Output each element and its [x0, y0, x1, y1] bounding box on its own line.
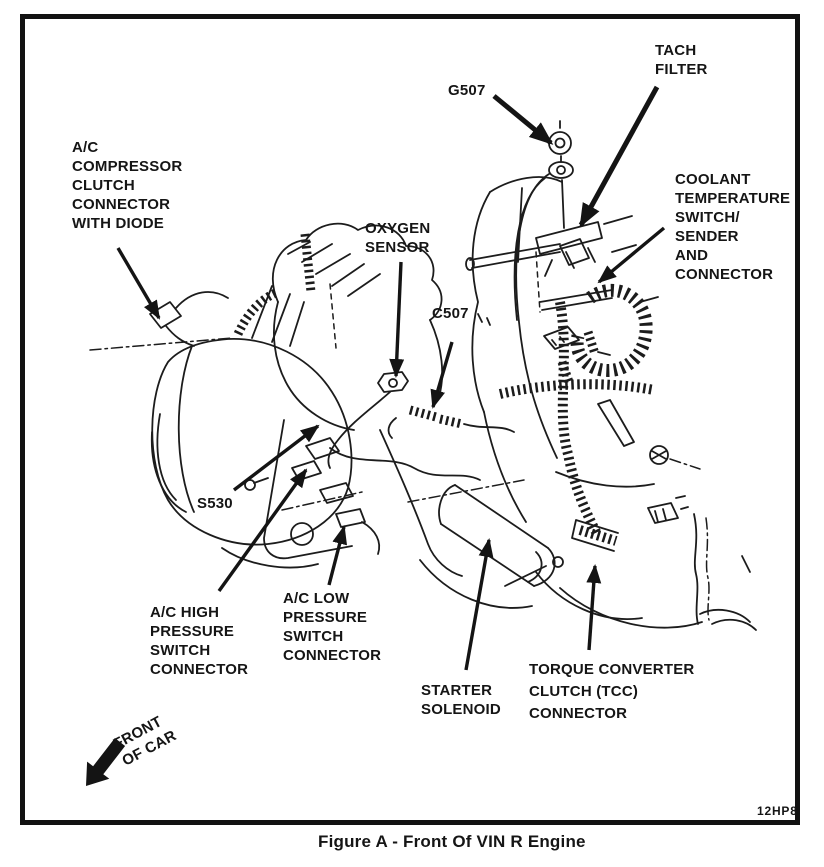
leader-arrow-oxygen-sensor	[389, 261, 405, 378]
callout-ac-high-pressure-switch-connector: A/C HIGH PRESSURE SWITCH CONNECTOR	[150, 604, 249, 678]
callout-starter-solenoid: STARTER SOLENOID	[421, 682, 501, 718]
figure-caption: Figure A - Front Of VIN R Engine	[318, 832, 586, 851]
leader-arrow-ac-compressor-clutch-connector	[116, 247, 161, 320]
callout-tcc-connector: TORQUE CONVERTER CLUTCH (TCC) CONNECTOR	[529, 661, 695, 722]
leader-arrow-c507	[430, 341, 454, 409]
figure-border	[20, 14, 800, 825]
leader-arrow-coolant-temperature-switch	[597, 226, 666, 284]
engine-drawing	[89, 120, 757, 631]
leader-arrow-s530	[232, 424, 320, 492]
callout-c507: C507	[432, 305, 469, 322]
callout-g507: G507	[448, 82, 486, 99]
callout-tach-filter: TACH FILTER	[655, 42, 708, 78]
callout-coolant-temperature-switch: COOLANT TEMPERATURE SWITCH/ SENDER AND C…	[675, 171, 791, 283]
leader-arrow-ac-high-pressure	[217, 468, 308, 592]
leader-arrow-tcc-connector	[586, 564, 602, 651]
callout-oxygen-sensor: OXYGEN SENSOR	[365, 220, 431, 256]
callout-ac-compressor-clutch-connector: A/C COMPRESSOR CLUTCH CONNECTOR WITH DIO…	[72, 139, 183, 232]
leader-arrow-tach-filter	[578, 85, 660, 228]
leader-arrow-g507	[492, 94, 554, 145]
callout-s530: S530	[197, 495, 233, 512]
plate-code: 12HP8	[757, 804, 798, 818]
leader-arrow-ac-low-pressure	[327, 525, 348, 586]
leader-arrow-starter-solenoid	[464, 538, 494, 671]
front-of-car-arrow-icon	[86, 738, 126, 786]
callout-ac-low-pressure-switch-connector: A/C LOW PRESSURE SWITCH CONNECTOR	[283, 590, 382, 664]
